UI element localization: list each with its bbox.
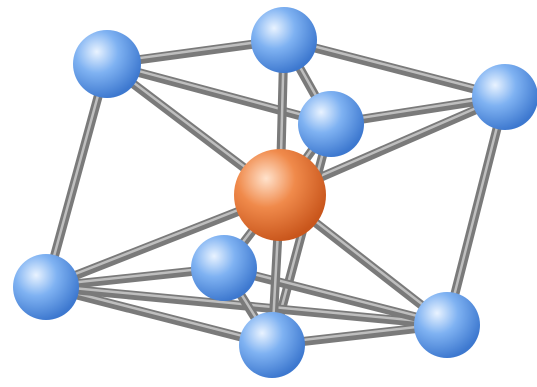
corner-atom-top-right xyxy=(472,64,537,130)
corner-atom-top-left-back xyxy=(73,30,141,98)
bond-a3-a8 xyxy=(447,96,505,326)
center-atom-center xyxy=(234,149,326,241)
corner-atom-bottom-middle-back xyxy=(191,235,257,301)
corner-atom-top-center-front xyxy=(298,91,364,157)
corner-atom-bottom-center-front xyxy=(239,312,305,378)
corner-atom-top-middle-back xyxy=(251,7,317,73)
corner-atom-bottom-right xyxy=(414,292,480,358)
atoms-layer xyxy=(13,7,537,378)
bond-a2-a3 xyxy=(284,39,505,98)
corner-atom-bottom-left xyxy=(13,254,79,320)
